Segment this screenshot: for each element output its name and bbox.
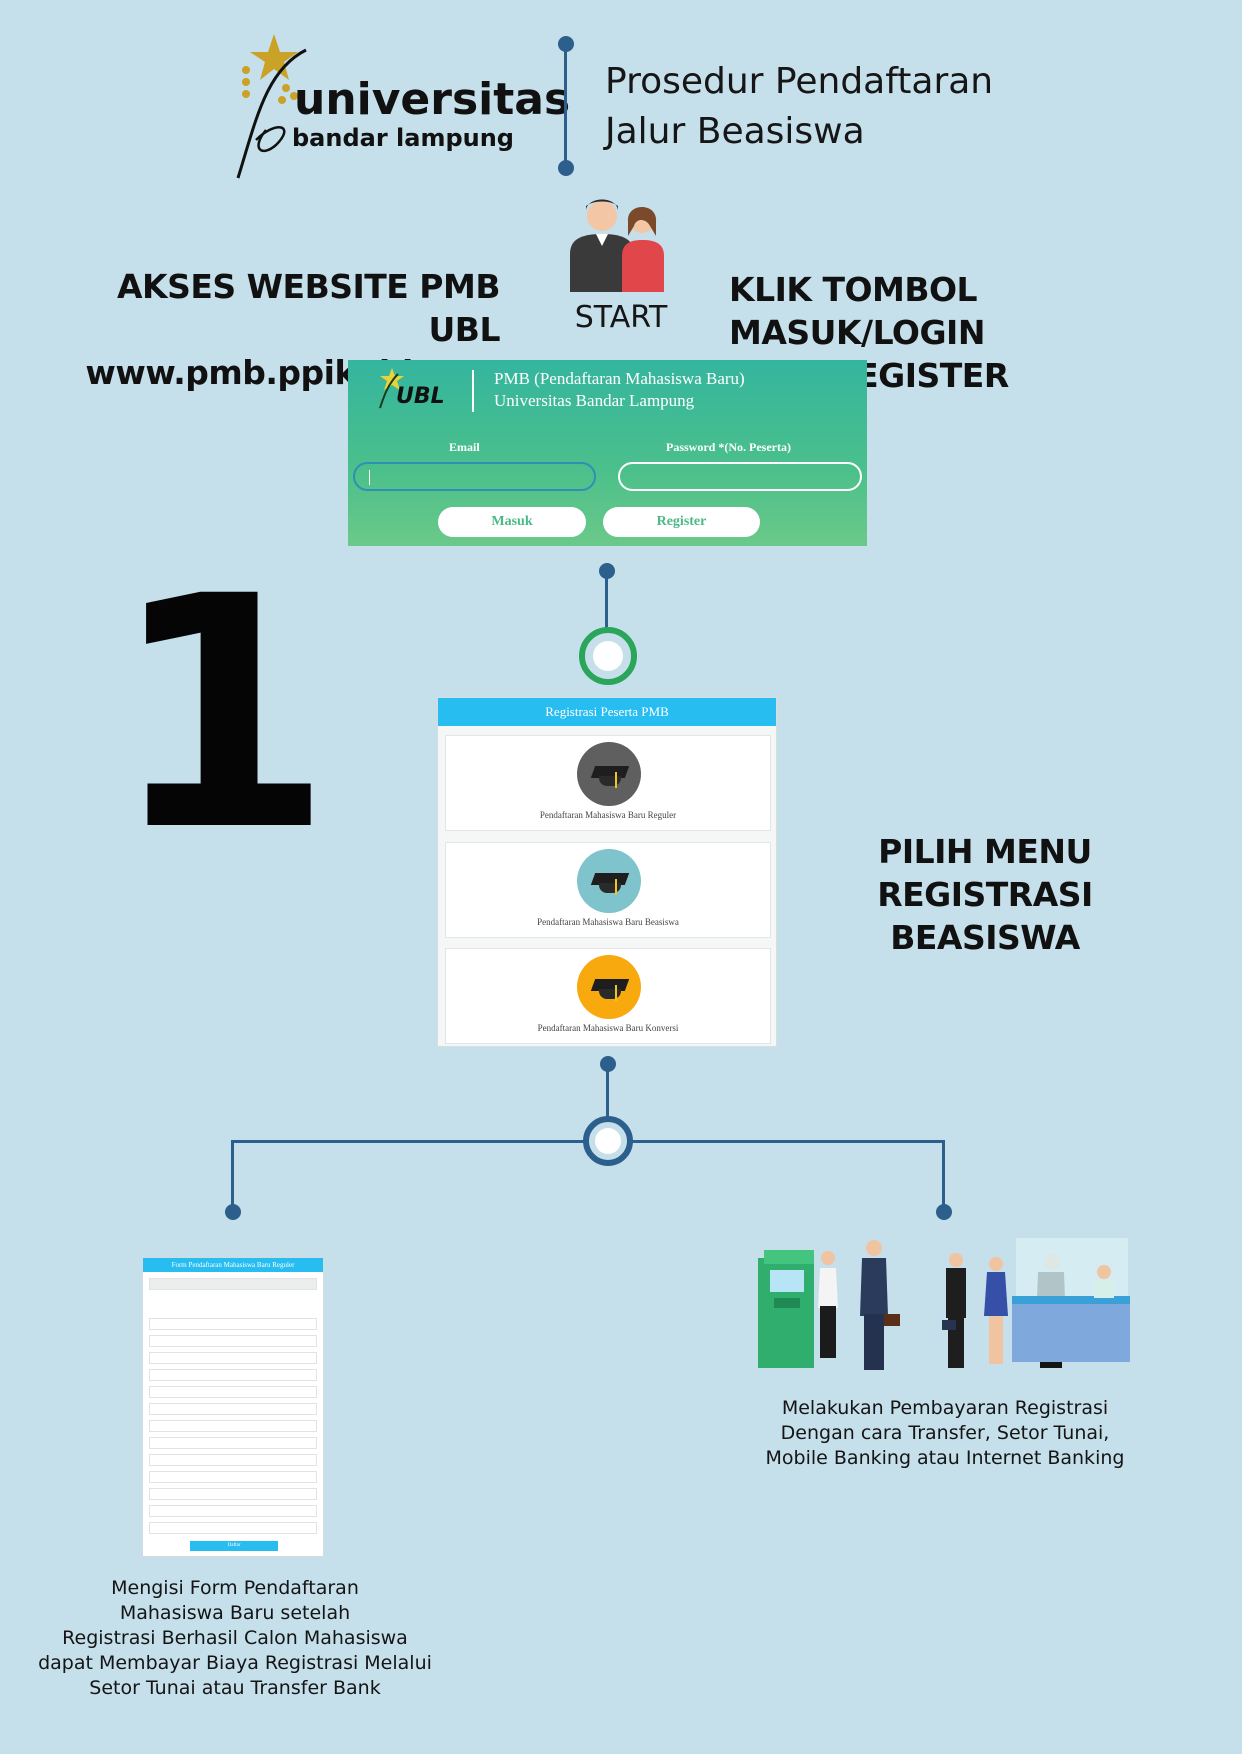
form-field[interactable] <box>149 1522 317 1534</box>
page-title-line1: Prosedur Pendaftaran <box>605 61 994 102</box>
header-divider-top-dot <box>558 36 574 52</box>
start-label: START <box>574 300 668 335</box>
form-field[interactable] <box>149 1403 317 1415</box>
page-title: Prosedur Pendaftaran Jalur Beasiswa <box>605 57 1165 157</box>
email-label: Email <box>449 440 480 454</box>
form-field[interactable] <box>149 1488 317 1500</box>
form-field[interactable] <box>149 1335 317 1347</box>
form-field[interactable] <box>149 1318 317 1330</box>
ubl-emblem-icon <box>379 368 404 409</box>
branch-right-drop <box>942 1140 945 1206</box>
registration-form-preview: Form Pendaftaran Mahasiswa Baru Reguler … <box>142 1257 324 1557</box>
form-field[interactable] <box>149 1298 317 1310</box>
step-choose-menu: PILIH MENU REGISTRASI BEASISWA <box>780 830 1190 959</box>
registration-menu-header: Registrasi Peserta PMB <box>438 698 776 726</box>
step-choose-line2: REGISTRASI BEASISWA <box>877 875 1093 957</box>
register-button[interactable]: Register <box>603 507 760 537</box>
menu-item-konversi[interactable]: Pendaftaran Mahasiswa Baru Konversi <box>445 948 771 1044</box>
branch-left-drop <box>231 1140 234 1206</box>
password-input[interactable] <box>618 462 862 491</box>
caption-left-line5: Setor Tunai atau Transfer Bank <box>89 1677 381 1699</box>
graduation-cap-icon <box>577 849 641 913</box>
caption-left-line2: Mahasiswa Baru setelah <box>119 1602 351 1624</box>
password-label: Password *(No. Peserta) <box>666 440 791 454</box>
menu-item-label: Pendaftaran Mahasiswa Baru Beasiswa <box>537 917 679 927</box>
step-number: 1 <box>110 529 333 901</box>
connector-dot-2 <box>600 1056 616 1072</box>
logo-emblem-icon <box>236 34 307 179</box>
connector-ring-green <box>579 627 637 685</box>
ubl-logo-text: UBL <box>396 384 445 409</box>
header-divider <box>564 44 567 170</box>
form-field[interactable] <box>149 1369 317 1381</box>
form-field[interactable] <box>149 1420 317 1432</box>
form-field[interactable] <box>149 1386 317 1398</box>
form-field[interactable] <box>149 1505 317 1517</box>
registration-menu-panel: Registrasi Peserta PMB Pendaftaran Mahas… <box>437 697 777 1047</box>
text-caret <box>369 470 370 485</box>
menu-item-label: Pendaftaran Mahasiswa Baru Reguler <box>539 810 677 820</box>
logo-text-universitas: universitas <box>294 74 571 125</box>
step-access-line1: AKSES WEBSITE PMB UBL <box>116 267 501 349</box>
form-field[interactable] <box>149 1454 317 1466</box>
login-title-line1: PMB (Pendaftaran Mahasiswa Baru) <box>494 369 745 388</box>
caption-right-line3: Mobile Banking atau Internet Banking <box>765 1447 1125 1469</box>
header-divider-bottom-dot <box>558 160 574 176</box>
connector-ring-blue <box>583 1116 633 1166</box>
menu-item-label: Pendaftaran Mahasiswa Baru Konversi <box>537 1023 679 1033</box>
masuk-button[interactable]: Masuk <box>438 507 586 537</box>
login-title-line2: Universitas Bandar Lampung <box>494 391 695 410</box>
branch-left-dot <box>225 1204 241 1220</box>
caption-left-line1: Mengisi Form Pendaftaran <box>111 1577 359 1599</box>
university-logo: universitas bandar lampung <box>236 30 570 180</box>
start-people-icon <box>566 196 676 292</box>
form-field[interactable] <box>149 1437 317 1449</box>
menu-item-reguler[interactable]: Pendaftaran Mahasiswa Baru Reguler <box>445 735 771 831</box>
connector-line-2 <box>606 1066 609 1118</box>
form-field[interactable] <box>149 1352 317 1364</box>
caption-left-line3: Registrasi Berhasil Calon Mahasiswa <box>62 1627 408 1649</box>
caption-right-line1: Melakukan Pembayaran Registrasi <box>781 1397 1109 1419</box>
step-login-line1: KLIK TOMBOL MASUK/LOGIN <box>729 270 985 352</box>
form-submit-button[interactable]: Daftar <box>190 1541 278 1551</box>
graduation-cap-icon <box>577 955 641 1019</box>
caption-payment: Melakukan Pembayaran Registrasi Dengan c… <box>740 1396 1150 1471</box>
login-header-title: PMB (Pendaftaran Mahasiswa Baru) Univers… <box>494 368 745 412</box>
connector-dot-1 <box>599 563 615 579</box>
connector-line-1 <box>605 575 608 631</box>
page-title-line2: Jalur Beasiswa <box>605 111 865 152</box>
form-field[interactable] <box>149 1278 317 1290</box>
graduation-cap-icon <box>577 742 641 806</box>
form-preview-header: Form Pendaftaran Mahasiswa Baru Reguler <box>143 1258 323 1272</box>
step-choose-line1: PILIH MENU <box>878 832 1092 871</box>
caption-left-line4: dapat Membayar Biaya Registrasi Melalui <box>38 1652 432 1674</box>
menu-item-beasiswa[interactable]: Pendaftaran Mahasiswa Baru Beasiswa <box>445 842 771 938</box>
ubl-logo: UBL <box>378 366 458 414</box>
caption-right-line2: Dengan cara Transfer, Setor Tunai, <box>780 1422 1110 1444</box>
email-input[interactable] <box>353 462 596 491</box>
logo-text-bandar-lampung: bandar lampung <box>292 124 514 152</box>
form-field[interactable] <box>149 1471 317 1483</box>
bank-payment-illustration <box>756 1236 1130 1378</box>
login-header-divider <box>472 370 474 412</box>
pmb-login-panel: UBL PMB (Pendaftaran Mahasiswa Baru) Uni… <box>348 360 867 546</box>
branch-right-dot <box>936 1204 952 1220</box>
caption-fill-form: Mengisi Form Pendaftaran Mahasiswa Baru … <box>20 1576 450 1701</box>
